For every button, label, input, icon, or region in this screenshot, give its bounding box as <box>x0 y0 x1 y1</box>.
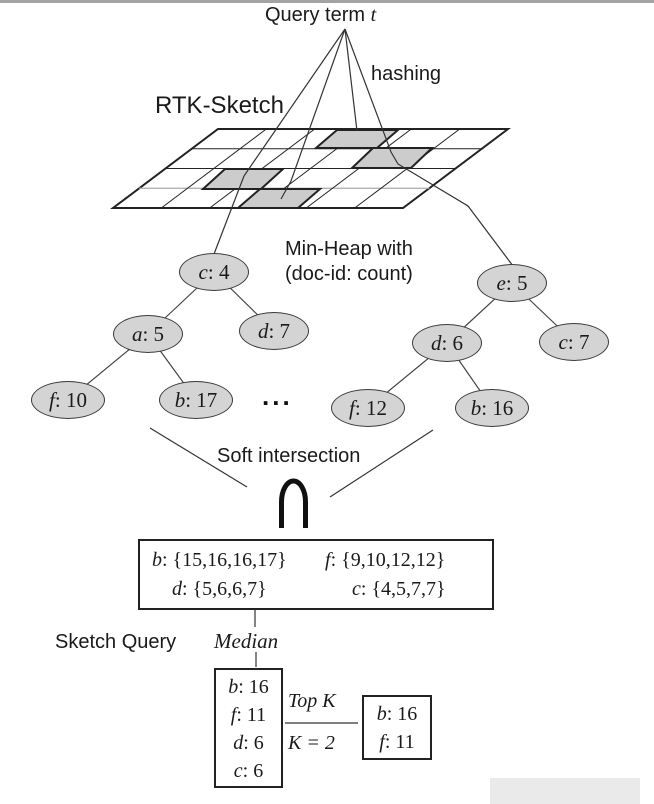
query-term-label: Query term t <box>265 4 376 27</box>
heap-node: f: 10 <box>31 381 105 419</box>
median-row: f: 11 <box>231 701 266 729</box>
row-count: : 6 <box>242 760 264 782</box>
set-counts: : {4,5,7,7} <box>360 578 446 600</box>
set-entry: f: {9,10,12,12} <box>325 549 445 572</box>
row-count: : 16 <box>238 676 269 698</box>
flow-connectors <box>254 610 358 724</box>
set-doc-id: f <box>325 549 331 571</box>
soft-intersection-result-box: b: {15,16,16,17} f: {9,10,12,12} d: {5,6… <box>138 539 494 610</box>
top-border-bar <box>0 0 654 3</box>
heap-node: d: 6 <box>412 324 482 362</box>
k-equals-label: K = 2 <box>288 732 335 754</box>
top-k-label: Top K <box>288 690 336 712</box>
row-count: : 11 <box>384 731 415 753</box>
node-count: : 17 <box>185 387 218 412</box>
node-doc-id: d <box>430 330 442 355</box>
soft-intersection-label: Soft intersection <box>217 445 361 467</box>
top-k-row: b: 16 <box>377 700 418 728</box>
heap-node: f: 12 <box>331 389 405 427</box>
node-count: : 5 <box>142 321 165 346</box>
heap-node: c: 7 <box>539 323 609 361</box>
node-count: : 7 <box>268 318 291 343</box>
heap-node: d: 7 <box>239 312 309 350</box>
hashed-cell <box>349 147 435 169</box>
query-term-variable: t <box>370 4 377 26</box>
node-count: : 4 <box>207 259 230 284</box>
set-entry: c: {4,5,7,7} <box>352 578 446 601</box>
heaps-ellipsis: ... <box>262 381 293 411</box>
node-count: : 16 <box>481 395 514 420</box>
intersection-connectors <box>149 427 434 498</box>
median-result-box: b: 16 f: 11 d: 6 c: 6 <box>214 668 283 788</box>
set-entry: b: {15,16,16,17} <box>152 549 287 572</box>
node-count: : 6 <box>441 330 464 355</box>
row-doc-id: b <box>228 676 239 698</box>
median-row: c: 6 <box>234 757 263 785</box>
node-doc-id: f <box>349 395 355 420</box>
min-heap-label-line2: (doc-id: count) <box>285 263 413 285</box>
heap-node: b: 16 <box>455 389 529 427</box>
set-entry: d: {5,6,6,7} <box>172 578 267 601</box>
node-doc-id: c <box>198 259 208 284</box>
intersection-symbol <box>279 478 308 528</box>
node-doc-id: b <box>174 387 186 412</box>
rtk-sketch-label: RTK-Sketch <box>155 92 284 119</box>
set-counts: : {15,16,16,17} <box>162 549 287 571</box>
node-doc-id: d <box>257 318 269 343</box>
watermark-rectangle <box>490 778 640 804</box>
node-doc-id: f <box>49 387 55 412</box>
node-count: : 12 <box>354 395 387 420</box>
hashing-lines <box>213 28 514 267</box>
query-term-text: Query term <box>265 4 371 26</box>
sketch-query-label: Sketch Query <box>55 631 177 653</box>
set-counts: : {9,10,12,12} <box>330 549 446 571</box>
top-k-result-box: b: 16 f: 11 <box>362 695 432 760</box>
node-doc-id: a <box>131 321 143 346</box>
set-doc-id: c <box>352 578 361 600</box>
min-heap-label: Min-Heap with (doc-id: count) <box>285 237 413 287</box>
row-doc-id: f <box>379 731 385 753</box>
min-heap-label-line1: Min-Heap with <box>285 238 413 260</box>
node-count: : 7 <box>567 329 590 354</box>
set-doc-id: d <box>172 578 182 600</box>
node-count: : 10 <box>54 387 87 412</box>
hashed-cell <box>235 188 323 209</box>
row-count: : 6 <box>243 732 264 754</box>
heap-node: b: 17 <box>159 381 233 419</box>
node-doc-id: b <box>470 395 482 420</box>
row-doc-id: f <box>230 704 237 726</box>
row-doc-id: d <box>233 732 244 754</box>
median-row: b: 16 <box>228 673 269 701</box>
row-count: : 16 <box>386 703 418 725</box>
heap-node: c: 4 <box>179 253 249 291</box>
heap-node: e: 5 <box>477 264 547 302</box>
median-row: d: 6 <box>233 729 264 757</box>
set-counts: : {5,6,6,7} <box>182 578 267 600</box>
node-count: : 5 <box>505 270 528 295</box>
heap-node: a: 5 <box>113 315 183 353</box>
node-doc-id: e <box>496 270 506 295</box>
top-k-row: f: 11 <box>379 728 414 756</box>
row-doc-id: c <box>233 760 243 782</box>
node-doc-id: c <box>558 329 568 354</box>
set-doc-id: b <box>152 549 162 571</box>
row-count: : 11 <box>236 704 267 726</box>
median-label: Median <box>214 629 279 653</box>
hashing-label: hashing <box>371 63 442 85</box>
row-doc-id: b <box>376 703 387 725</box>
